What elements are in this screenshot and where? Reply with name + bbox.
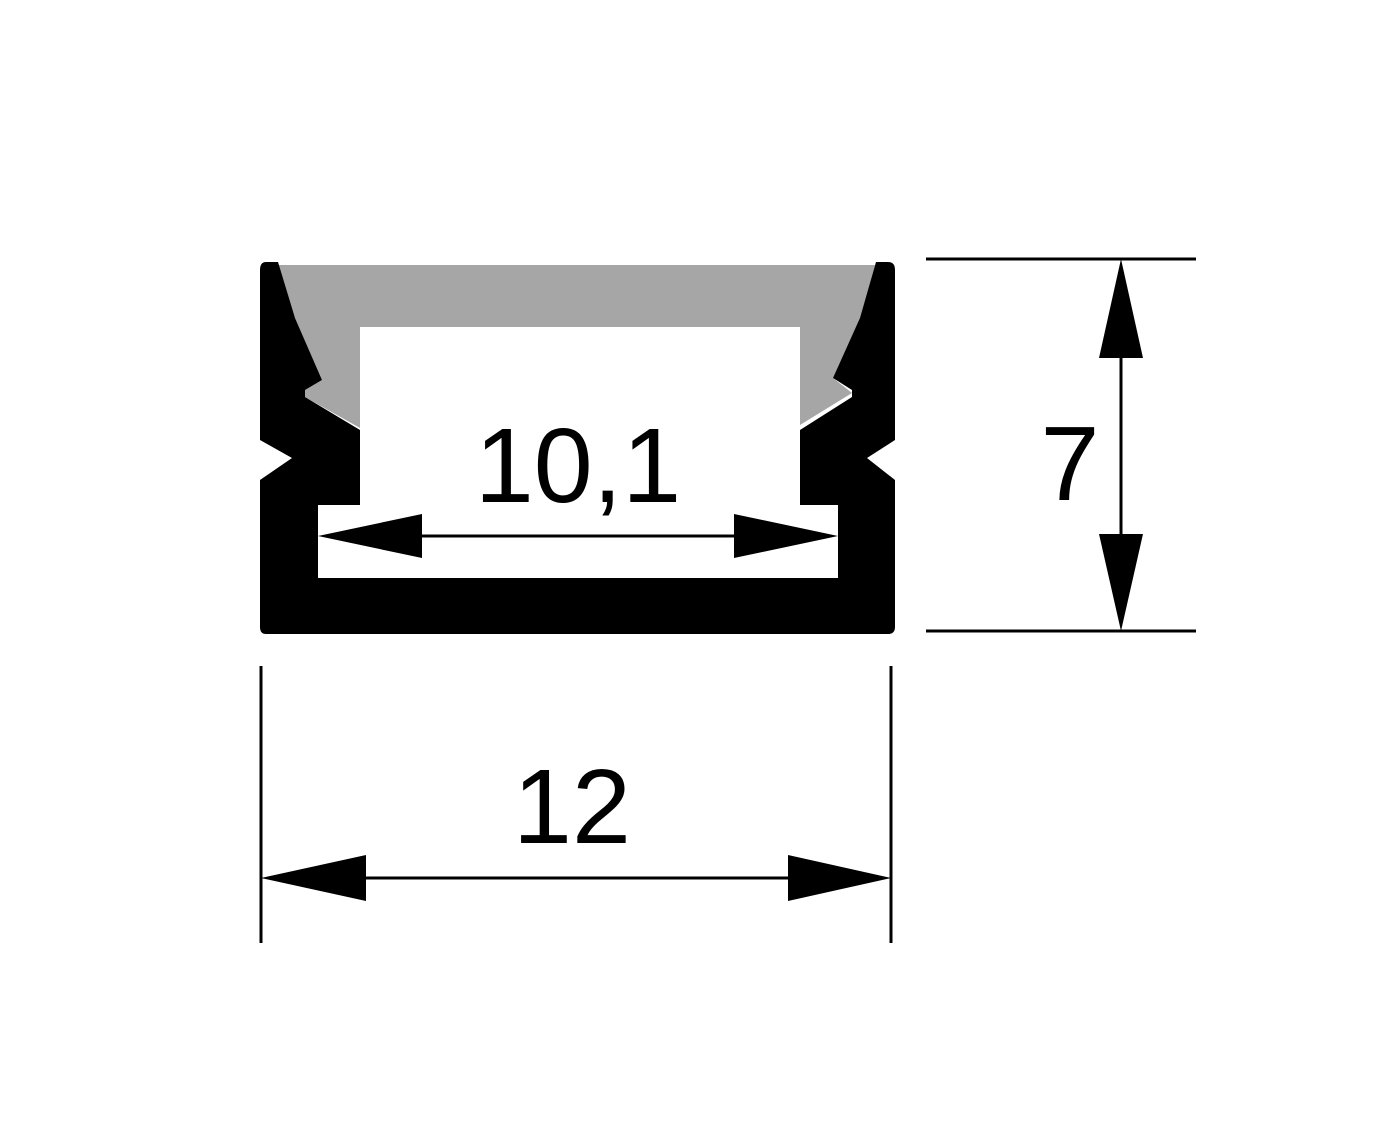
inner-width-right-arrowhead (734, 514, 838, 558)
outer-width-label: 12 (513, 748, 631, 866)
aluminium-profile (260, 262, 895, 634)
inner-width-label: 10,1 (475, 407, 681, 525)
height-label: 7 (1041, 405, 1100, 523)
height-bottom-arrowhead (1099, 534, 1143, 631)
outer-width-left-arrowhead (261, 855, 366, 901)
inner-width-left-arrowhead (318, 514, 422, 558)
outer-width-right-arrowhead (788, 855, 891, 901)
height-top-arrowhead (1099, 259, 1143, 358)
diffuser-cover (278, 265, 875, 428)
